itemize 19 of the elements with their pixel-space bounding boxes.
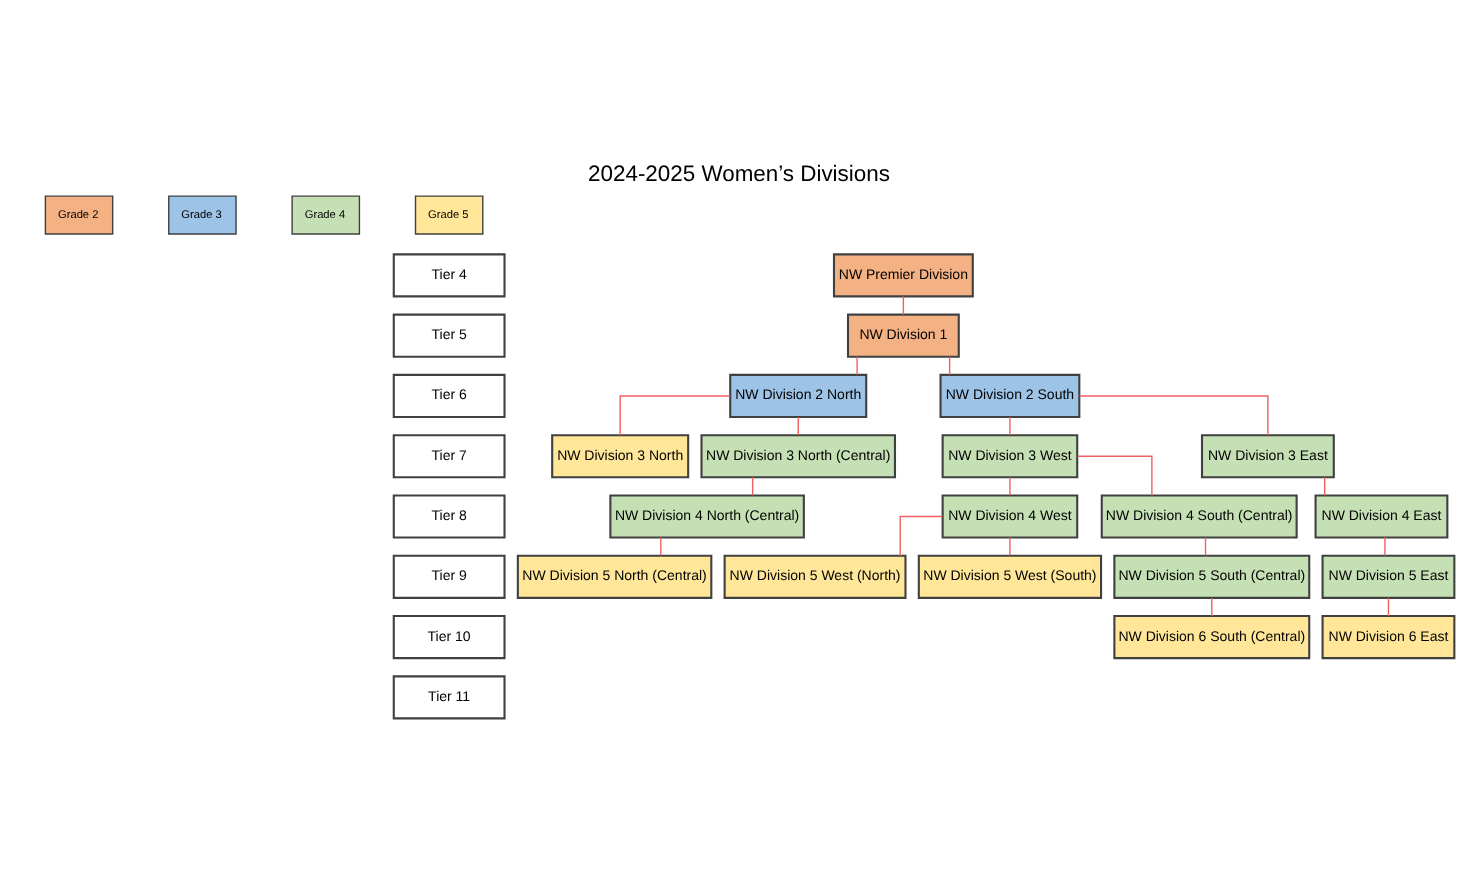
connector: [751, 475, 754, 496]
connector: [1079, 394, 1269, 435]
connector: [1204, 535, 1207, 556]
connector: [1387, 596, 1390, 616]
connector: [856, 355, 858, 375]
connector: [1076, 454, 1153, 496]
connector: [660, 535, 662, 556]
connector: [1211, 596, 1213, 616]
connector: [1009, 415, 1011, 435]
connector: [948, 355, 951, 375]
diagram-title: 2024-2025 Women’s Divisions: [588, 162, 890, 187]
connector: [1384, 535, 1386, 556]
connector: [1009, 475, 1011, 496]
connector: [797, 415, 799, 435]
connector: [902, 294, 905, 315]
connector: [1009, 535, 1011, 556]
connector: [1323, 475, 1326, 496]
connector: [619, 394, 731, 435]
connector: [899, 514, 944, 556]
